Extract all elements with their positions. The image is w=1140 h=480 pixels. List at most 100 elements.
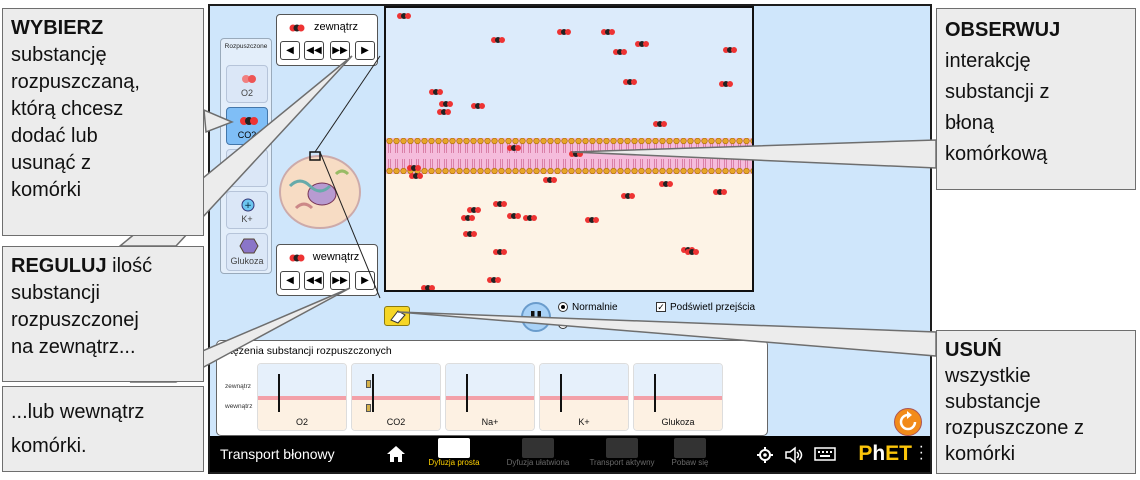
remove-many-inside-button[interactable]: ◀◀ xyxy=(304,271,324,290)
membrane-view xyxy=(384,6,754,292)
bin-label: CO2 xyxy=(386,417,406,427)
screen-label: Dyfuzja prosta xyxy=(428,458,480,467)
solute-glucose-button[interactable]: Glukoza xyxy=(226,233,268,271)
screen-thumbnail xyxy=(674,438,706,458)
add-one-outside-button[interactable]: ▶ xyxy=(355,41,375,60)
pause-icon xyxy=(531,311,541,323)
co2-molecule xyxy=(439,101,453,107)
checkbox-indicator: ✓ xyxy=(656,302,666,313)
outside-spinner-label: zewnątrz xyxy=(313,21,359,33)
screen-active-transport[interactable]: Transport aktywny xyxy=(589,438,655,470)
solute-na-button[interactable] xyxy=(226,149,268,187)
callout-heading-tail: ilość xyxy=(106,255,153,277)
home-icon xyxy=(387,446,405,462)
co2-molecule xyxy=(621,193,635,199)
co2-molecule-icon xyxy=(289,24,305,32)
co2-molecule xyxy=(409,173,423,179)
concentration-bin-co2: CO2 xyxy=(351,363,441,431)
callout-line: ...lub wewnątrz xyxy=(11,401,145,423)
speed-slow-radio[interactable]: Wolno xyxy=(558,319,600,330)
co2-molecule xyxy=(685,249,699,255)
inside-amount-spinner: wewnątrz ◀ ◀◀ ▶▶ ▶ xyxy=(276,244,378,296)
co2-molecule xyxy=(463,231,477,237)
solute-o2-button[interactable]: O2 xyxy=(226,65,268,103)
co2-molecule xyxy=(523,215,537,221)
highlight-crossings-checkbox[interactable]: ✓Podświetl przejścia xyxy=(656,302,755,313)
remove-all-solutes-button[interactable] xyxy=(384,306,410,326)
svg-text:+: + xyxy=(244,201,252,211)
solutes-panel: Rozpuszczone O2 CO2 + K+ Glukoza xyxy=(220,38,272,274)
solutes-title: Rozpuszczone xyxy=(224,43,268,50)
co2-molecule xyxy=(471,103,485,109)
sound-toggle-button[interactable] xyxy=(784,446,803,464)
callout-adjust-inside: ...lub wewnątrz komórki. xyxy=(2,386,204,472)
keyboard-help-button[interactable] xyxy=(814,446,836,462)
glucose-molecule-icon xyxy=(239,238,259,254)
co2-molecule xyxy=(569,151,583,157)
callout-line: rozpuszczonej xyxy=(11,309,139,331)
callout-observe: OBSERWUJ interakcję substancji z błoną k… xyxy=(936,8,1136,190)
co2-molecules xyxy=(397,13,737,290)
remove-one-outside-button[interactable]: ◀ xyxy=(280,41,300,60)
play-pause-button[interactable] xyxy=(521,302,551,332)
outside-level-marker xyxy=(366,380,371,388)
preferences-button[interactable] xyxy=(756,446,774,463)
co2-molecule-icon xyxy=(289,254,305,262)
simulation-window: Rozpuszczone O2 CO2 + K+ Glukoza zewnątr… xyxy=(208,4,932,474)
o2-molecule-icon xyxy=(242,75,256,83)
inside-region xyxy=(386,174,752,290)
callout-line: komórki. xyxy=(11,435,87,457)
concentration-bin-glucose: Glukoza xyxy=(633,363,723,431)
eraser-icon xyxy=(390,310,406,324)
outside-amount-spinner: zewnątrz ◀ ◀◀ ▶▶ ▶ xyxy=(276,14,378,66)
screen-thumbnail xyxy=(438,438,470,458)
inside-level-marker xyxy=(366,404,371,412)
concentration-bin-na: Na+ xyxy=(445,363,535,431)
callout-line: błoną xyxy=(945,112,994,134)
bin-label: Na+ xyxy=(481,417,499,427)
co2-molecule xyxy=(493,249,507,255)
co2-molecule xyxy=(437,109,451,115)
reset-all-button[interactable] xyxy=(894,408,922,436)
bin-label: Glukoza xyxy=(661,417,695,427)
callout-heading: USUŃ xyxy=(945,339,1002,361)
callout-line: komórki xyxy=(11,179,82,201)
add-many-outside-button[interactable]: ▶▶ xyxy=(330,41,350,60)
phet-menu-icon[interactable]: ··· xyxy=(918,438,924,467)
concentrations-panel: Stężenia substancji rozpuszczonych zewną… xyxy=(216,340,768,436)
potassium-ion-icon: + xyxy=(241,198,255,212)
solute-k-button[interactable]: + K+ xyxy=(226,191,268,229)
keyboard-icon xyxy=(814,447,836,461)
callout-line: substancji xyxy=(11,282,100,304)
add-many-inside-button[interactable]: ▶▶ xyxy=(330,271,350,290)
gear-icon xyxy=(757,447,773,463)
co2-molecule xyxy=(585,217,599,223)
remove-one-inside-button[interactable]: ◀ xyxy=(280,271,300,290)
phet-logo[interactable]: PhET xyxy=(858,442,912,465)
co2-molecule xyxy=(461,215,475,221)
add-one-inside-button[interactable]: ▶ xyxy=(355,271,375,290)
co2-molecule xyxy=(487,277,501,283)
co2-molecule xyxy=(429,89,443,95)
co2-molecule xyxy=(653,121,667,127)
cell-illustration xyxy=(279,151,361,229)
solute-co2-button[interactable]: CO2 xyxy=(226,107,268,145)
co2-molecule xyxy=(421,285,435,290)
co2-molecule xyxy=(507,145,521,151)
screen-simple-diffusion[interactable]: Dyfuzja prosta xyxy=(424,438,484,470)
radio-indicator xyxy=(558,319,568,330)
screen-playground[interactable]: Pobaw się xyxy=(660,438,720,470)
remove-many-outside-button[interactable]: ◀◀ xyxy=(304,41,324,60)
concentration-bin-o2: O2 xyxy=(257,363,347,431)
solute-label: Glukoza xyxy=(230,256,264,266)
solute-label: CO2 xyxy=(237,130,257,140)
callout-heading: WYBIERZ xyxy=(11,17,104,39)
speed-slow-label: Wolno xyxy=(572,319,601,330)
co2-molecule xyxy=(491,37,505,43)
concentration-bar xyxy=(466,374,468,412)
screen-thumbnail xyxy=(522,438,554,458)
screen-facilitated-diffusion[interactable]: Dyfuzja ułatwiona xyxy=(507,438,569,470)
home-button[interactable] xyxy=(386,444,406,464)
speed-normal-radio[interactable]: Normalnie xyxy=(558,302,618,313)
solute-label: K+ xyxy=(241,214,253,224)
